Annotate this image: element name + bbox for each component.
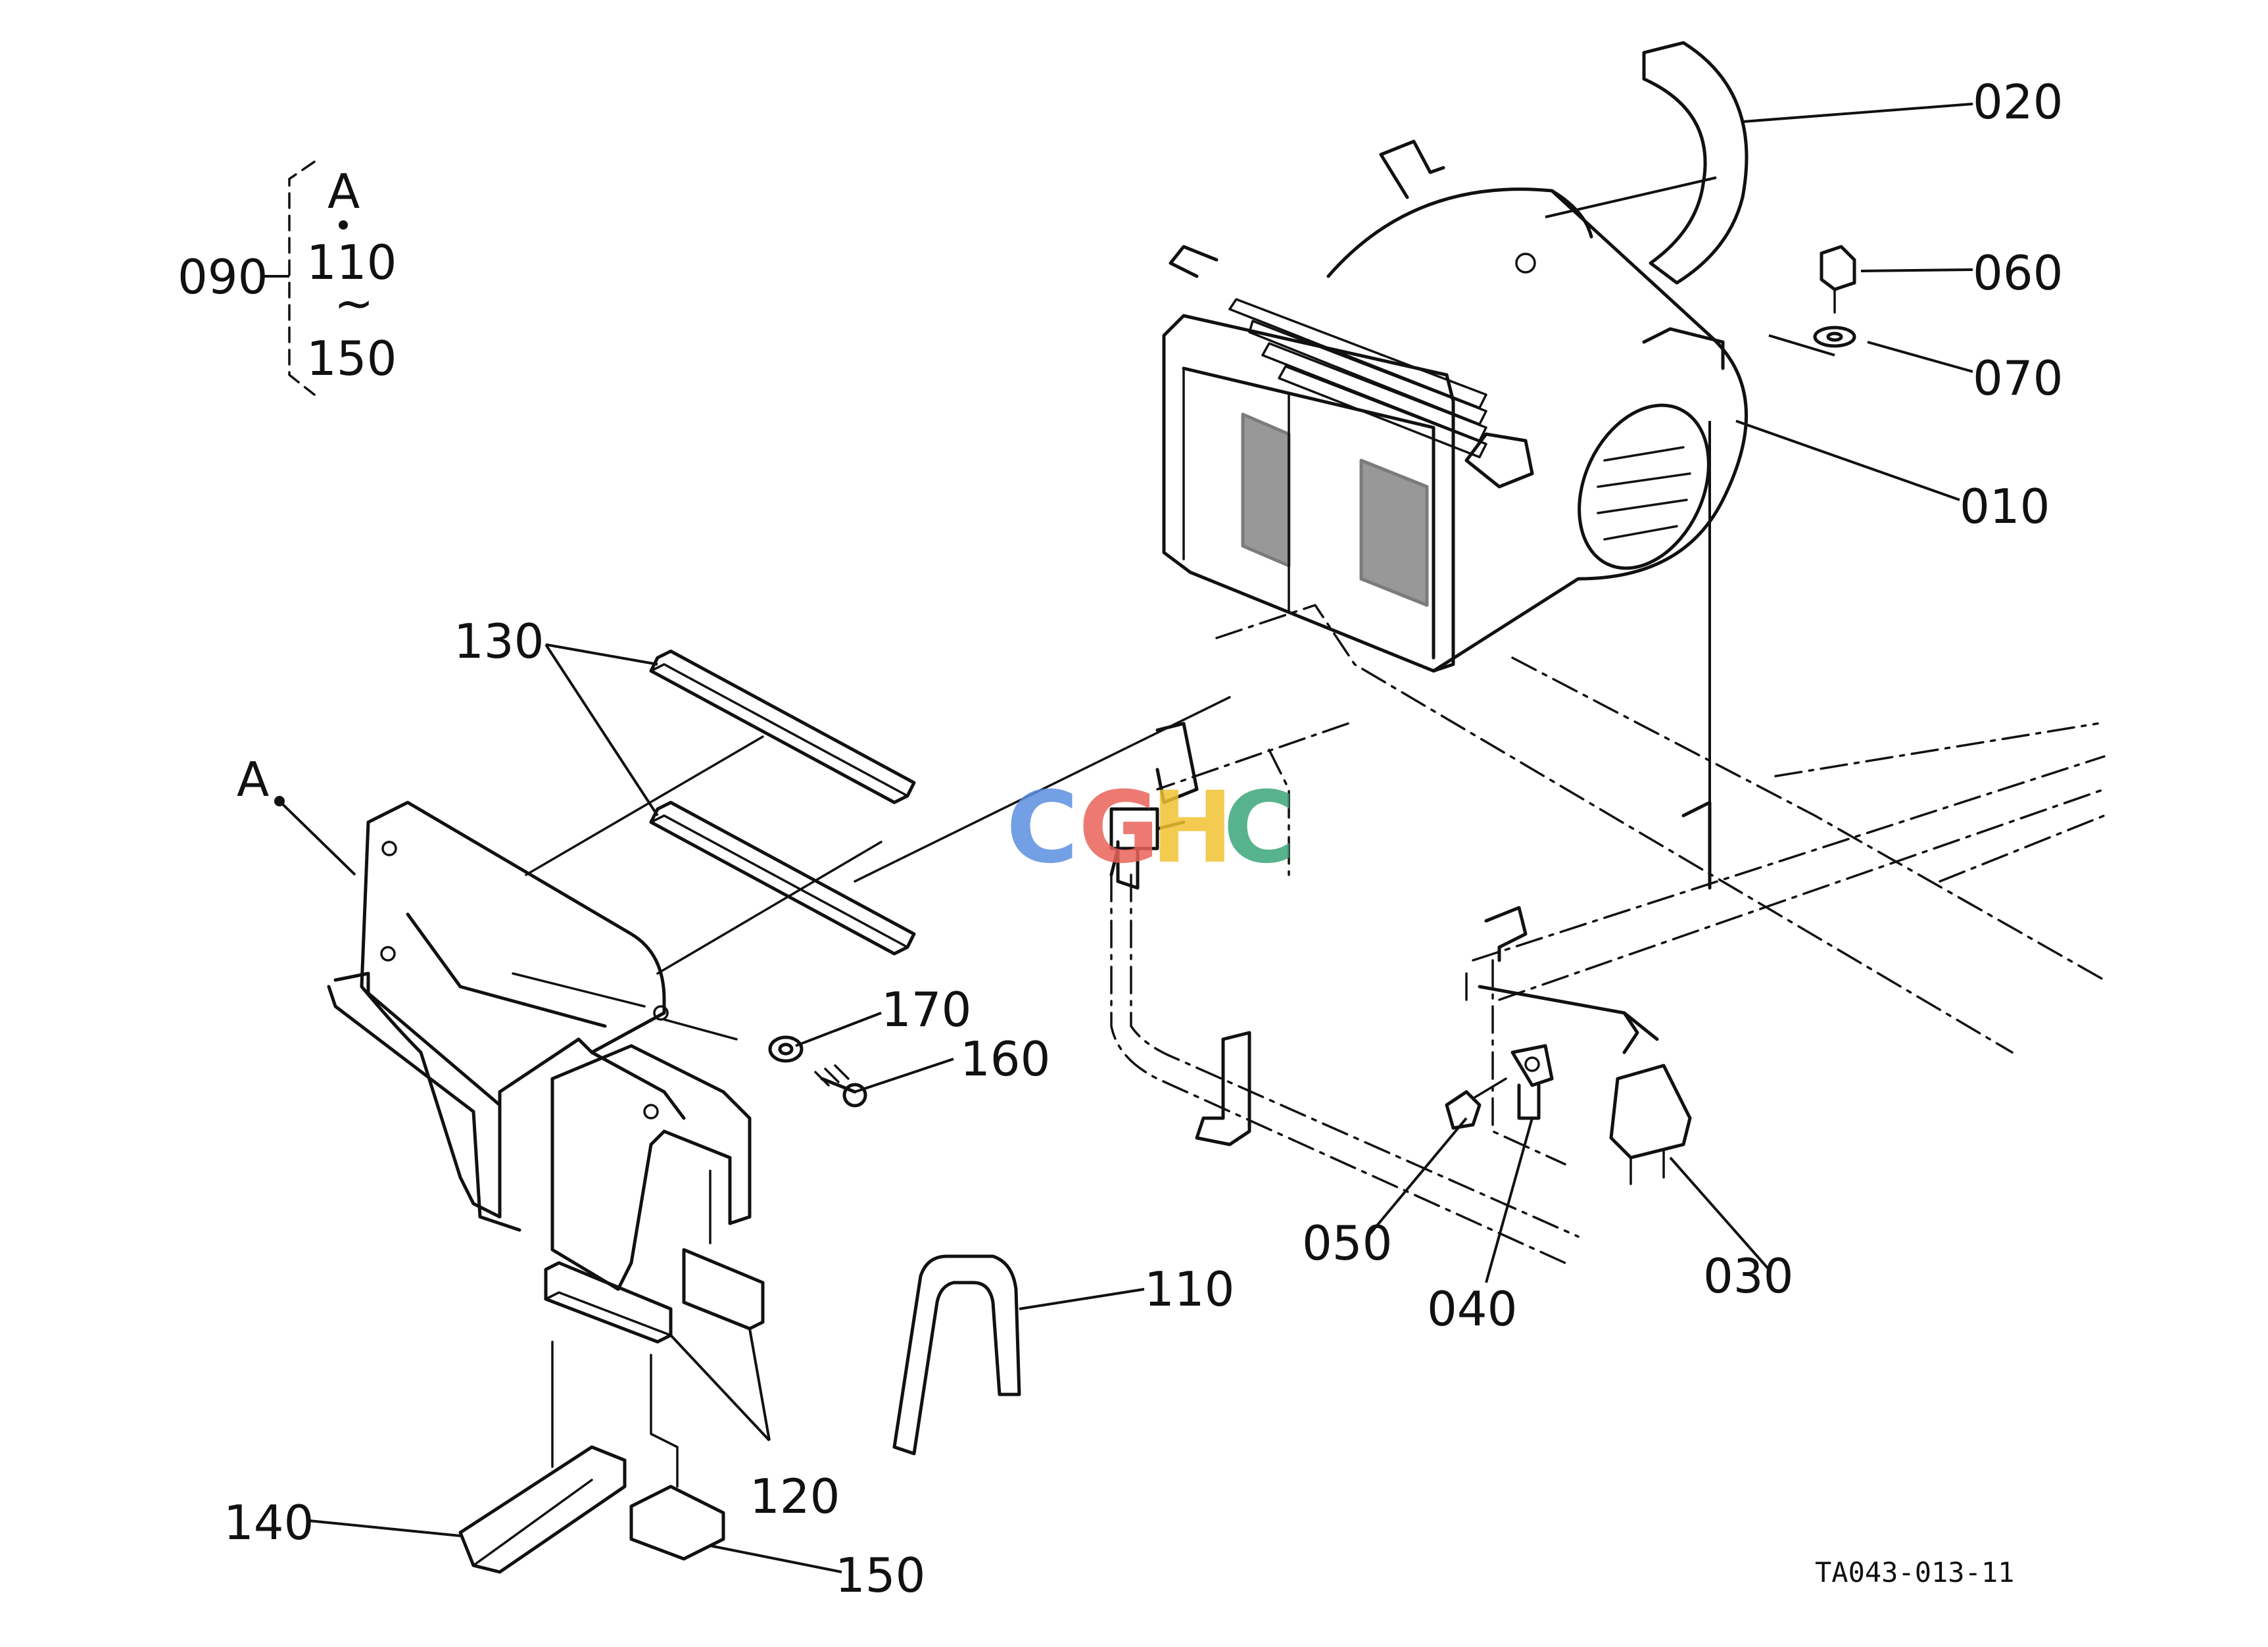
heater-unit [1162, 139, 1749, 673]
group-part-number: 090 [178, 249, 268, 305]
watermark-letter: C [1006, 771, 1078, 885]
reference-A: A [237, 752, 269, 807]
group-bracket-090: 090 A 110 ~ 150 [178, 160, 397, 396]
group-range-start: 110 [306, 235, 397, 290]
group-tilde: ~ [334, 276, 374, 331]
watermark-letter: G [1078, 771, 1159, 885]
callout-150: 150 [835, 1548, 925, 1603]
screw-and-washer [663, 1018, 867, 1108]
callout-050: 050 [1302, 1216, 1392, 1271]
callout-030: 030 [1703, 1248, 1793, 1304]
bolt-and-washer [1813, 245, 1856, 348]
seal-block-120a [544, 1261, 673, 1344]
seal-strip-lower [649, 800, 916, 956]
callout-010: 010 [1960, 479, 2050, 534]
group-top-ref: A [327, 164, 360, 219]
group-range-end: 150 [306, 331, 397, 386]
callout-020: 020 [1973, 74, 2063, 130]
leader-lines [278, 103, 1973, 1573]
seal-strip-upper [649, 649, 916, 804]
switch [1510, 1044, 1554, 1120]
relay [1609, 1064, 1692, 1185]
callout-130: 130 [454, 614, 544, 669]
watermark: C G H C [1006, 771, 1295, 885]
wiring-harness [1109, 807, 1186, 890]
watermark-letter: H [1151, 771, 1234, 885]
hose [1642, 41, 1749, 285]
watermark-letter: C [1223, 771, 1295, 885]
callout-170: 170 [881, 982, 971, 1037]
seal-block-150 [629, 1485, 725, 1561]
callout-060: 060 [1973, 245, 2063, 301]
drawing-code: TA043-013-11 [1815, 1556, 2014, 1588]
callout-160: 160 [960, 1031, 1050, 1087]
seal-block-140 [458, 1445, 627, 1574]
machine-frame [1110, 604, 2106, 1264]
seal-block-120b [682, 1248, 765, 1331]
seal-projection-lines [551, 1340, 679, 1488]
bolt-050 [1445, 1077, 1507, 1130]
callout-140: 140 [224, 1495, 314, 1550]
duct-cover [327, 696, 1231, 1291]
callout-070: 070 [1973, 351, 2063, 406]
callout-040: 040 [1427, 1281, 1517, 1337]
u-seal [892, 1254, 1021, 1456]
callout-110: 110 [1144, 1262, 1234, 1317]
callout-120: 120 [750, 1469, 840, 1524]
